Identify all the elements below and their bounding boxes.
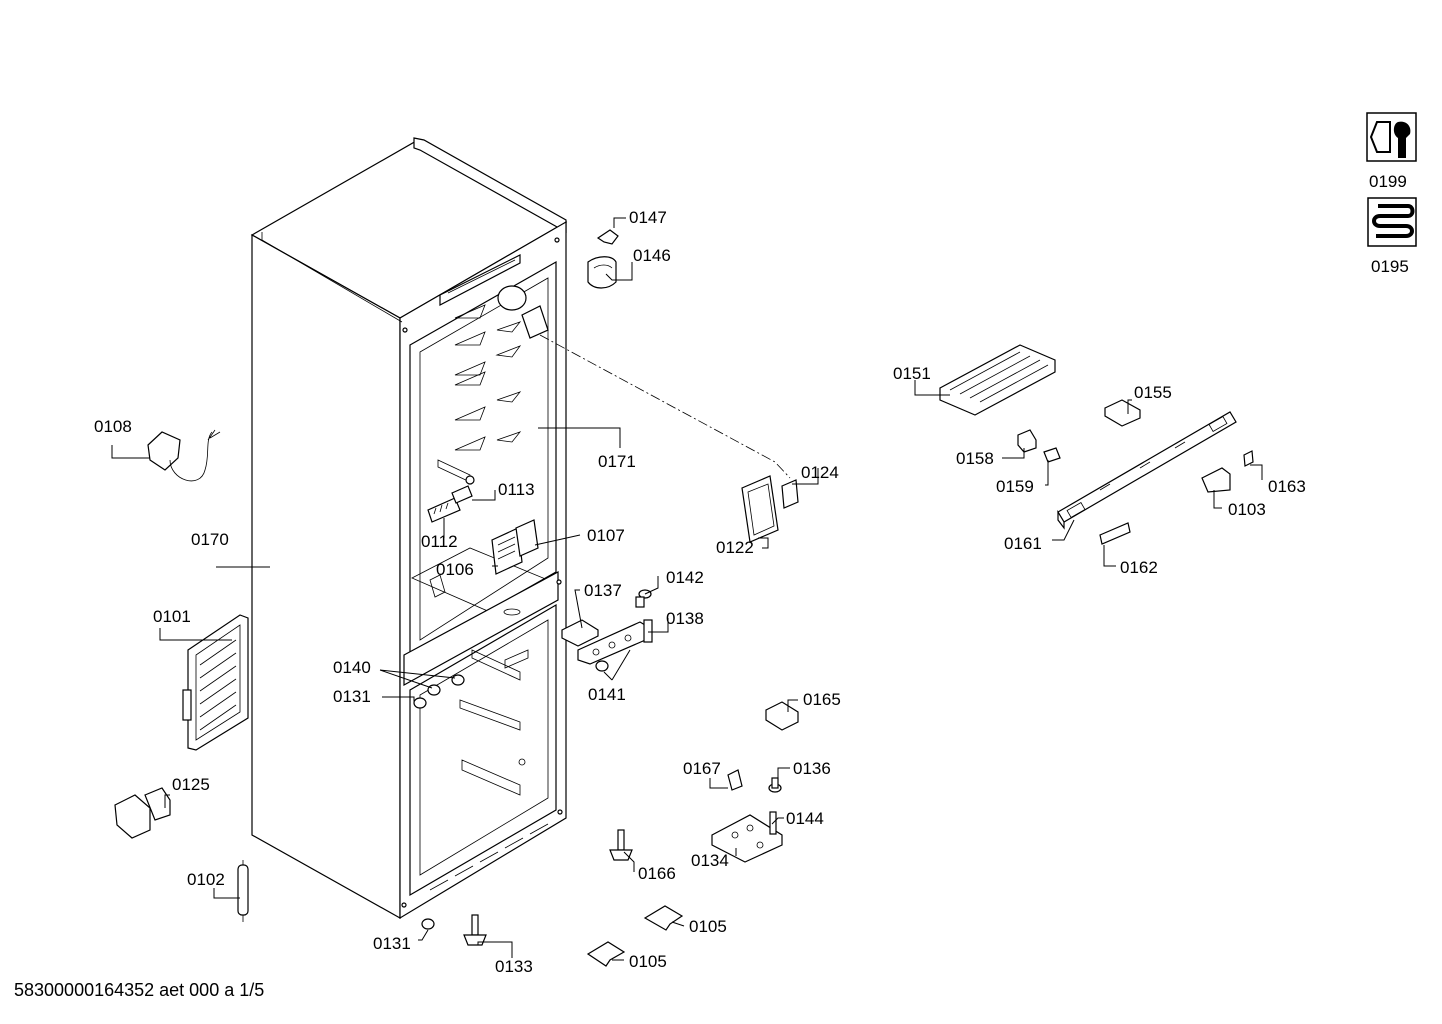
document-id-footer: 58300000164352 aet 000 a 1/5 — [14, 980, 265, 1000]
part-0146-cover — [587, 256, 617, 289]
part-0106-0107 — [491, 519, 539, 575]
label-0155: 0155 — [1134, 383, 1172, 402]
label-0141: 0141 — [588, 685, 626, 704]
label-0103: 0103 — [1228, 500, 1266, 519]
label-0113: 0113 — [498, 480, 535, 499]
label-0170: 0170 — [191, 530, 229, 549]
leader-lines — [111, 217, 1263, 961]
part-0171-box — [521, 305, 549, 339]
label-0133: 0133 — [495, 957, 533, 976]
label-0101: 0101 — [153, 607, 191, 626]
label-0166: 0166 — [638, 864, 676, 883]
label-0125: 0125 — [172, 775, 210, 794]
part-0137-bracket — [561, 619, 599, 647]
part-0105a-bracket — [643, 905, 684, 931]
label-0151: 0151 — [893, 364, 931, 383]
part-0102-drier — [237, 860, 249, 922]
label-0112: 0112 — [421, 532, 458, 551]
label-0158: 0158 — [956, 449, 994, 468]
part-0141-cap — [595, 660, 609, 672]
part-0151-control-panel — [939, 344, 1056, 416]
part-0105b-bracket — [586, 941, 626, 967]
part-0158-connector — [1017, 429, 1037, 453]
part-0166-foot — [609, 829, 633, 861]
label-0107: 0107 — [587, 526, 625, 545]
label-0161: 0161 — [1004, 534, 1042, 553]
part-0167-clip — [727, 769, 743, 791]
part-0133-foot — [463, 914, 487, 946]
refrigerant-coil-icon — [1367, 197, 1417, 247]
part-0103-clip — [1201, 467, 1231, 493]
part-0138-hinge — [577, 619, 653, 665]
part-0165-switch — [765, 701, 799, 731]
part-0131-cap-bottom — [421, 918, 435, 930]
part-0159-clip — [1043, 447, 1061, 463]
part-labels: 0147 0146 0199 0195 0151 0155 0108 0171 … — [94, 172, 1409, 976]
part-0101-cover — [182, 614, 249, 751]
label-0131-upper: 0131 — [333, 687, 371, 706]
part-0136-screw — [768, 777, 782, 793]
label-0102: 0102 — [187, 870, 225, 889]
label-0162: 0162 — [1120, 558, 1158, 577]
label-0163: 0163 — [1268, 477, 1306, 496]
label-0147: 0147 — [629, 208, 667, 227]
label-0146: 0146 — [633, 246, 671, 265]
part-0113-0112 — [427, 475, 475, 523]
label-0106: 0106 — [436, 560, 474, 579]
part-0140-0131-caps — [413, 674, 465, 709]
label-0171: 0171 — [598, 452, 636, 471]
label-0134: 0134 — [691, 851, 729, 870]
part-0161-bar — [1057, 411, 1237, 530]
label-0122: 0122 — [716, 538, 754, 557]
label-0108: 0108 — [94, 417, 132, 436]
part-0162-label — [1099, 522, 1131, 545]
part-0108-cable — [147, 429, 221, 482]
label-0137: 0137 — [584, 581, 622, 600]
cabinet-body-0170 — [250, 137, 568, 920]
label-0140: 0140 — [333, 658, 371, 677]
part-0122-0124-cover — [741, 475, 799, 543]
label-0105-lower: 0105 — [629, 952, 667, 971]
label-0124: 0124 — [801, 463, 839, 482]
label-0159: 0159 — [996, 477, 1034, 496]
part-0147-clip — [596, 229, 619, 245]
label-0165: 0165 — [803, 690, 841, 709]
part-0163-label — [1243, 450, 1254, 467]
label-0195: 0195 — [1371, 257, 1409, 276]
part-0125-relay — [114, 787, 171, 839]
label-0138: 0138 — [666, 609, 704, 628]
label-0167: 0167 — [683, 759, 721, 778]
label-0105-upper: 0105 — [689, 917, 727, 936]
label-0142: 0142 — [666, 568, 704, 587]
part-0134-hinge — [711, 811, 783, 863]
label-0144: 0144 — [786, 809, 824, 828]
label-0199: 0199 — [1369, 172, 1407, 191]
part-0155-switch — [1104, 399, 1141, 427]
label-0131-lower: 0131 — [373, 934, 411, 953]
tool-wrench-icon — [1366, 112, 1417, 162]
label-0136: 0136 — [793, 759, 831, 778]
